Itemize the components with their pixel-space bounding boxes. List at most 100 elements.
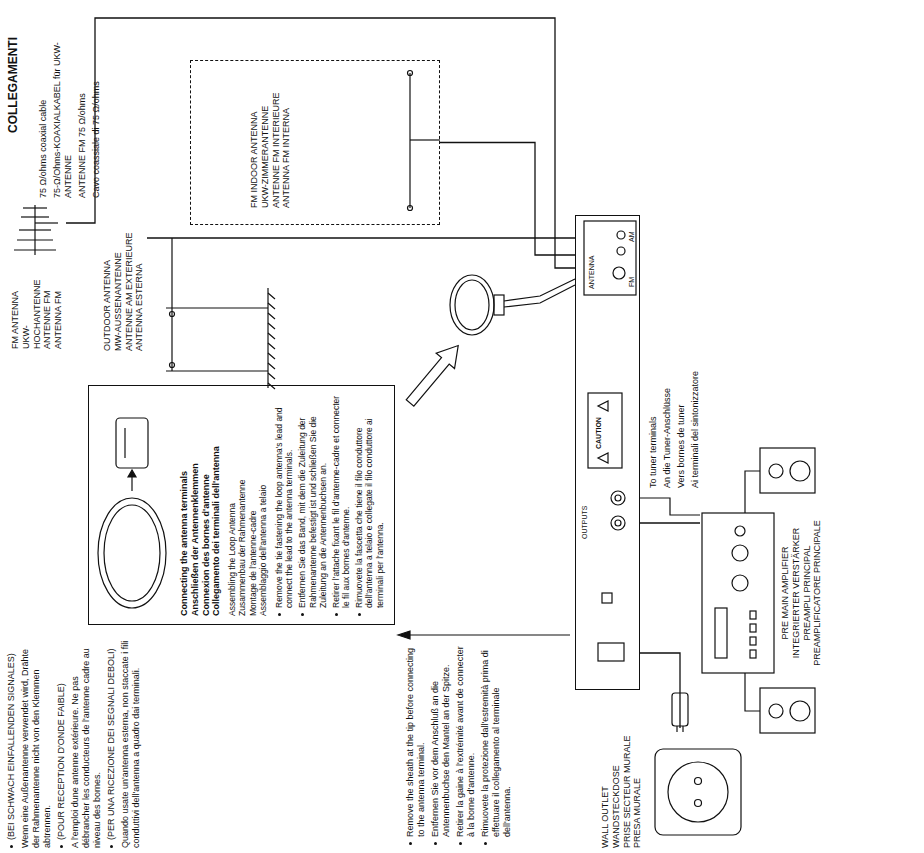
weak-signal-note: (POUR RECEPTION D'ONDE FAIBLE) — [56, 640, 67, 848]
drawing-stroke — [398, 631, 410, 639]
drawing-stroke — [170, 363, 175, 368]
drawing-stroke — [750, 637, 756, 645]
drawing-stroke — [750, 650, 756, 658]
sheath-note: Entfernen Sie vor dem Anschluß an die An… — [430, 645, 452, 845]
drawing-stroke — [640, 498, 700, 515]
cable-connector — [640, 653, 680, 728]
drawing-stroke — [760, 448, 815, 493]
weak-signal-note: (PER UNA RICEZIONE DEI SEGNALI DEBOLI) — [106, 640, 117, 848]
weak-signal-note: A l'emploi dune antenne extérieure. Ne p… — [70, 640, 103, 848]
drawing-stroke — [611, 491, 625, 505]
tuner-rear-details — [584, 221, 700, 661]
bullet-dot — [409, 842, 412, 845]
drawing-stroke — [116, 418, 148, 468]
node-text: CAUTION — [595, 417, 603, 449]
drawing-stroke — [668, 762, 728, 822]
drawing-stroke — [732, 545, 748, 561]
wall-outlet: WALL OUTLETWANDSTECKDOSEPRISE SECTEUR MU… — [598, 728, 748, 850]
drawing-stroke — [760, 688, 815, 733]
drawing-stroke — [598, 453, 608, 463]
drawing-stroke — [613, 267, 625, 279]
node-text: ANTENNE AM EXTERIEURE — [124, 230, 135, 351]
node-text: AM — [628, 232, 636, 243]
drawing-stroke — [611, 516, 625, 530]
tuner-rear-panel: ANTENNAFMAMCAUTIONOUTPUTS — [575, 215, 640, 690]
sheath-arrow — [398, 631, 570, 639]
drawing-stroke — [170, 312, 175, 317]
node-text: MW-AUSSENANTENNE — [113, 230, 124, 351]
wall-socket — [655, 749, 741, 835]
antenna-label: OUTDOOR ANTENNAMW-AUSSENANTENNEANTENNE A… — [100, 228, 147, 353]
drawing-stroke — [401, 338, 468, 411]
weak-signal-note: Wenn eine Außenantenne verwendet wird, D… — [20, 640, 53, 848]
note-group: (BEI SCHWACH EINFALLENDEN SIGNALES)Wenn … — [6, 640, 145, 848]
node-text: PRESA MURALE — [632, 730, 643, 848]
drawing-stroke — [14, 249, 56, 250]
speakers — [760, 448, 815, 733]
loop-antenna — [450, 275, 575, 335]
outdoor-wire-antenna — [166, 238, 275, 389]
amplifier-drawing — [702, 471, 774, 711]
node-text: Montage de l'antenne-cadre — [248, 394, 258, 616]
indoor-dipole — [408, 71, 441, 211]
node-text: Connexion des bornes d'antenne — [201, 394, 212, 616]
cable-note: ANTENNE FM 75 Ω/ohms — [77, 8, 88, 198]
sheath-note: Retirer la gaine à l'extrémité avant de … — [455, 645, 477, 845]
drawing-stroke — [615, 495, 621, 501]
drawing-stroke — [19, 229, 51, 230]
fm-yagi-antenna — [14, 205, 58, 255]
node-text: Zusammenbau der Rahmenantenne — [237, 394, 247, 616]
node-text: ANTENNE FM — [42, 263, 53, 349]
bullet-dot — [459, 842, 462, 845]
hollow-arrow — [401, 338, 468, 411]
bullet-dot — [60, 845, 63, 848]
node-text: ANTENNA — [588, 256, 596, 289]
bullet-dot — [358, 613, 361, 616]
bullet-dot — [10, 845, 13, 848]
drawing-stroke — [617, 231, 625, 239]
drawing-stroke — [715, 608, 727, 658]
node-text: PRISE SECTEUR MURALE — [622, 730, 633, 848]
node-text: INTEGRIERTER VERSTÄRKER — [791, 508, 802, 678]
cable-connector — [147, 237, 575, 238]
drawing-stroke — [769, 464, 783, 478]
drawing-stroke — [584, 221, 636, 295]
sheath-note: Remove the sheath at the tip before conn… — [405, 645, 427, 845]
drawing-stroke — [735, 526, 745, 536]
amplifier: PRE MAIN AMPLIFIERINTEGRIERTER VERSTÄRKE… — [700, 508, 823, 678]
node-text: UKW-HOCHANTENNE — [21, 263, 43, 349]
bullet-dot — [301, 613, 304, 616]
drawing-stroke — [171, 238, 172, 308]
drawing-stroke — [682, 726, 683, 732]
bullet-dot — [335, 613, 338, 616]
node-text: OUTDOOR ANTENNA — [102, 230, 113, 351]
dashed-antenna-box: FM INDOOR ANTENNAUKW-ZIMMERANTENNEANTENN… — [190, 60, 440, 225]
node-text: PRE MAIN AMPLIFIER — [780, 508, 791, 678]
tuner-terminal-note: An die Tuner-Anschlüsse — [662, 318, 673, 488]
drawing-stroke — [732, 575, 748, 591]
node-text: Assembling the Loop Antenna — [227, 394, 237, 616]
drawing-stroke — [598, 643, 624, 661]
node-text: Remove the tie fastening the loop antenn… — [274, 394, 294, 616]
drawing-stroke — [128, 470, 136, 477]
drawing-stroke — [450, 275, 494, 335]
note-group: Remove the sheath at the tip before conn… — [405, 645, 516, 845]
drawing-stroke — [504, 279, 575, 301]
note-group: 75 Ω/ohms coaxial cable75-Ω/Ohms-KOAXIAL… — [38, 8, 105, 198]
drawing-stroke — [615, 520, 621, 526]
bullet-dot — [110, 845, 113, 848]
drawing-stroke — [790, 461, 810, 481]
drawing-stroke — [617, 247, 625, 255]
node-text: ANTENNA ESTERNA — [134, 230, 145, 351]
node-text: ANTENNA FM — [53, 263, 64, 349]
drawing-stroke — [23, 207, 47, 208]
node-text: Entfernen Sie das Band, mit dem die Zule… — [297, 394, 328, 616]
drawing-stroke — [494, 295, 504, 315]
drawing-stroke — [702, 513, 774, 673]
drawing-stroke — [602, 593, 612, 603]
bullet-dot — [278, 613, 281, 616]
node-text: Anschließen der Antennenklemmen — [190, 394, 201, 616]
sheath-note: Rimuovete la protezione dall'estremità p… — [480, 645, 513, 845]
node-text: WALL OUTLET — [600, 730, 611, 848]
drawing-stroke — [745, 471, 760, 513]
